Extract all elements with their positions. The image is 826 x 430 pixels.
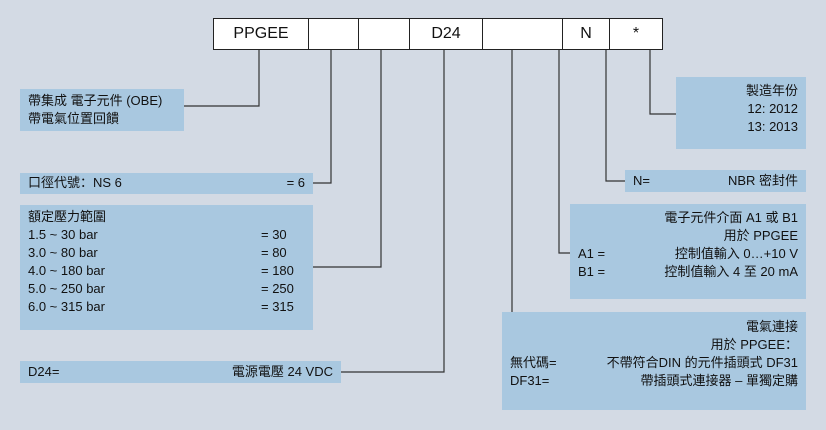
connection-row: DF31= 帶插頭式連接器 – 單獨定購 xyxy=(510,372,798,390)
seal-desc: NBR 密封件 xyxy=(727,173,798,188)
connection-title: 電氣連接 xyxy=(745,319,798,334)
ns-box: 口徑代號：NS 6 = 6 xyxy=(20,173,313,194)
pressure-range: 3.0 ~ 80 bar xyxy=(28,245,98,260)
interface-subtitle: 用於 PPGEE xyxy=(723,228,798,243)
order-code-bar: PPGEE D24 N * xyxy=(213,18,663,50)
interface-title: 電子元件介面 A1 或 B1 xyxy=(664,210,798,225)
interface-code: A1 = xyxy=(578,246,606,261)
obe-line2: 帶電氣位置回饋 xyxy=(28,111,120,126)
seal-box: N= NBR 密封件 xyxy=(625,170,806,192)
code-segment-extra: * xyxy=(632,25,640,42)
year-row: 12: 2012 xyxy=(747,101,798,116)
code-segment-interface xyxy=(483,19,563,49)
pressure-title: 額定壓力範圍 xyxy=(28,209,107,224)
line-voltage xyxy=(341,49,445,373)
voltage-box: D24= 電源電壓 24 VDC xyxy=(20,361,341,383)
year-title: 製造年份 xyxy=(745,83,798,98)
code-segment-seal: N xyxy=(563,19,610,49)
pressure-row: 3.0 ~ 80 bar = 80 xyxy=(28,244,305,262)
connection-code: 無代碼= xyxy=(510,355,557,370)
code-segment-voltage: D24 xyxy=(410,19,483,49)
line-seal xyxy=(605,49,625,182)
pressure-range: 6.0 ~ 315 bar xyxy=(28,299,105,314)
connection-desc: 帶插頭式連接器 – 單獨定購 xyxy=(640,373,798,388)
connection-desc: 不帶符合DIN 的元件插頭式 DF31 xyxy=(606,355,798,370)
line-interface xyxy=(558,49,570,254)
pressure-range: 5.0 ~ 250 bar xyxy=(28,281,105,296)
pressure-box: 額定壓力範圍 1.5 ~ 30 bar = 30 3.0 ~ 80 bar = … xyxy=(20,205,313,330)
interface-row: A1 = 控制值輸入 0…+10 V xyxy=(578,245,798,263)
code-segment-series: PPGEE xyxy=(214,19,309,49)
year-row: 13: 2013 xyxy=(747,119,798,134)
connection-box: 電氣連接 用於 PPGEE： 無代碼= 不帶符合DIN 的元件插頭式 DF31 … xyxy=(502,312,806,410)
pressure-row: 1.5 ~ 30 bar = 30 xyxy=(28,226,305,244)
ns-label: 口徑代號：NS 6 xyxy=(28,175,122,190)
obe-box: 帶集成 電子元件 (OBE) 帶電氣位置回饋 xyxy=(20,89,184,131)
voltage-code: D24= xyxy=(28,364,60,379)
pressure-code: = 30 xyxy=(261,227,287,242)
pressure-code: = 250 xyxy=(261,281,294,296)
interface-code: B1 = xyxy=(578,264,606,279)
pressure-code: = 80 xyxy=(261,245,287,260)
line-pressure xyxy=(313,49,382,268)
interface-row: B1 = 控制值輸入 4 至 20 mA xyxy=(578,263,798,281)
connection-row: 無代碼= 不帶符合DIN 的元件插頭式 DF31 xyxy=(510,354,798,372)
code-segment-pressure xyxy=(359,19,410,49)
pressure-code: = 315 xyxy=(261,299,294,314)
connection-code: DF31= xyxy=(510,373,550,388)
connection-subtitle: 用於 PPGEE： xyxy=(710,337,798,352)
line-obe xyxy=(184,49,260,107)
interface-box: 電子元件介面 A1 或 B1 用於 PPGEE A1 = 控制值輸入 0…+10… xyxy=(570,204,806,299)
code-segment-size xyxy=(309,19,359,49)
pressure-range: 4.0 ~ 180 bar xyxy=(28,263,105,278)
seal-code: N= xyxy=(633,173,650,188)
ns-value: = 6 xyxy=(286,175,305,190)
pressure-code: = 180 xyxy=(261,263,294,278)
interface-desc: 控制值輸入 0…+10 V xyxy=(674,246,798,261)
interface-desc: 控制值輸入 4 至 20 mA xyxy=(664,264,798,279)
voltage-desc: 電源電壓 24 VDC xyxy=(231,364,333,379)
pressure-row: 4.0 ~ 180 bar = 180 xyxy=(28,262,305,280)
line-ns xyxy=(313,49,332,184)
pressure-row: 6.0 ~ 315 bar = 315 xyxy=(28,298,305,316)
obe-line1: 帶集成 電子元件 (OBE) xyxy=(28,93,163,108)
pressure-range: 1.5 ~ 30 bar xyxy=(28,227,98,242)
year-box: 製造年份 12: 2012 13: 2013 xyxy=(676,77,806,149)
pressure-row: 5.0 ~ 250 bar = 250 xyxy=(28,280,305,298)
line-year xyxy=(649,49,676,115)
